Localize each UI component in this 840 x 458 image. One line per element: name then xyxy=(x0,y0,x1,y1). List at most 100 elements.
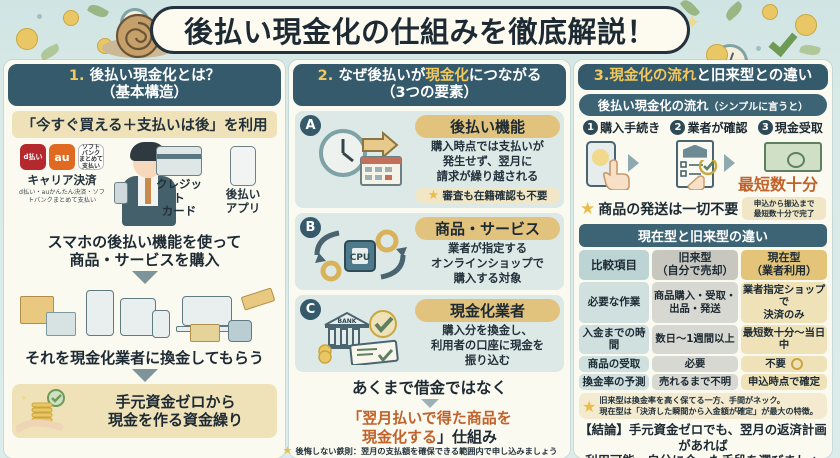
table-row: 商品の受取 必要 不要 xyxy=(579,355,827,372)
table-header-old: 旧来型 （自分で売却） xyxy=(652,250,738,281)
step-number-badge: 2 xyxy=(670,119,686,135)
leaf-icon xyxy=(799,42,821,58)
flow-subheader: 後払い現金化の流れ（シンプルに言うと） xyxy=(579,93,827,116)
conclusion-line2: 利用可能。自分に合った手段を選びましょう。 xyxy=(585,453,820,458)
column-2-title-a: なぜ後払いが xyxy=(338,68,426,84)
factor-a-body-1: 購入時点では支払いが xyxy=(431,140,544,154)
table-cell-old: 売れるまで不明 xyxy=(652,373,738,391)
coin-icon xyxy=(63,10,79,26)
table-header-new: 現在型 （業者利用） xyxy=(741,250,827,281)
column-1-title: 後払い現金化とは？ xyxy=(89,68,221,84)
circle-mark-icon xyxy=(790,357,803,370)
column-2-title-b: につながる xyxy=(468,68,542,84)
svg-text:✦: ✦ xyxy=(20,394,28,404)
table-header-new-line1: 現在型 xyxy=(767,251,801,265)
flow-step-1: 1 購入手続き xyxy=(583,119,660,136)
factor-c-row: C BANK xyxy=(295,295,564,373)
dpay-logo: d払い xyxy=(20,144,46,171)
snail-icon xyxy=(102,13,184,59)
down-arrow-icon xyxy=(131,369,158,383)
au-logo: au xyxy=(49,144,75,171)
table-row: 必要な作業 商品購入・受取・ 出品・発送 業者指定ショップで 決済のみ xyxy=(579,282,827,323)
gift-box-icon xyxy=(46,312,76,337)
step-number-badge: 1 xyxy=(583,119,599,135)
table-header-new-line2: （業者利用） xyxy=(751,264,817,278)
column-1-number: 1. xyxy=(68,68,85,84)
cpu-gears-icon: CPU xyxy=(314,229,407,282)
column-1-subtitle: （基本構造） xyxy=(101,84,188,101)
carrier-label: キャリア決済 xyxy=(27,173,97,188)
factor-c-art: C BANK xyxy=(299,299,411,368)
payment-methods-group: クレジット カード 後払い アプリ xyxy=(151,146,271,218)
no-shipping-row: ★ 商品の発送は一切不要 申込から振込まで 最短数十分で完了 xyxy=(580,196,826,221)
factor-b-body-2: オンラインショップで xyxy=(431,257,544,271)
table-cell-old: 数日〜1週間以上 xyxy=(652,324,738,354)
factor-b-title: 商品・サービス xyxy=(415,217,560,241)
star-icon: ★ xyxy=(282,444,293,457)
col2-closing-highlight: 「翌月払いで得た商品を 現金化する」仕組み xyxy=(289,409,570,447)
flow-subheader-note: （シンプルに言うと） xyxy=(708,101,809,113)
credit-card-label-line1: クレジット xyxy=(156,177,202,205)
leaf-icon xyxy=(723,0,745,22)
column-3-title-rest: と旧来型との違い xyxy=(696,68,813,84)
goods-illustration xyxy=(10,286,279,348)
warning-note: ★ 旧来型は換金率を高く保てる一方、手間がネック。 現在型は「決済した瞬間から入… xyxy=(579,393,827,420)
table-cell-label: 入金までの時間 xyxy=(579,324,649,354)
factor-c-body-3: 振り込む xyxy=(464,353,511,367)
col1-step1-line2: 商品・サービスを購入 xyxy=(69,251,220,270)
comparison-table-header: 現在型と旧来型の違い xyxy=(579,224,827,248)
factor-c-badge: C xyxy=(300,299,321,321)
factor-a-body-2: 発生せず、翌月に xyxy=(442,155,533,169)
col2-closing: あくまで借金ではなく xyxy=(351,379,507,398)
flow-steps: 1 購入手続き 2 業者が確認 3 現金受取 xyxy=(578,119,828,136)
table-row: 入金までの時間 数日〜1週間以上 最短数十分〜当日中 xyxy=(579,324,827,354)
bank-icon xyxy=(683,144,707,158)
table-cell-new: 不要 xyxy=(741,355,827,372)
fast-detail-line2: 最短数十分で完了 xyxy=(753,208,815,218)
tablet-icon xyxy=(120,298,156,337)
table-cell-new-line2: 決済のみ xyxy=(763,308,805,321)
no-shipping-text: 商品の発送は一切不要 xyxy=(598,201,739,218)
banknote-icon xyxy=(764,141,822,172)
column-1: 1. 後払い現金化とは？ （基本構造） 「今すぐ買える＋支払いは後」を利用 d払… xyxy=(4,60,285,458)
table-cell-old-line2: 出品・発送 xyxy=(669,302,721,315)
leaf-icon xyxy=(38,43,62,60)
conclusion-text: 【結論】手元資金ゼロでも、翌月の返済計画があれば 利用可能。自分に合った手段を選… xyxy=(579,422,827,458)
column-3-title-highlight: 現金化の流れ xyxy=(609,68,697,84)
factor-b-text: 商品・サービス 業者が指定する オンラインショップで 購入する対象 xyxy=(415,217,560,286)
column-2-title-highlight: 現金化 xyxy=(425,68,469,84)
factor-c-text: 現金化業者 購入分を換金し、 利用者の口座に現金を 振り込む xyxy=(415,299,560,368)
wallet-icon xyxy=(190,324,220,343)
factor-b-body-1: 業者が指定する xyxy=(447,242,528,256)
flow-step-2-label: 業者が確認 xyxy=(687,120,748,135)
factor-c-body-2: 利用者の口座に現金を xyxy=(431,339,544,353)
table-cell-new: 申込時点で確定 xyxy=(741,373,827,391)
columns-container: 1. 後払い現金化とは？ （基本構造） 「今すぐ買える＋支払いは後」を利用 d払… xyxy=(0,60,840,458)
coin-icon xyxy=(706,44,728,60)
col1-payment-scene: d払い au ソフトバンク まとめて支払い キャリア決済 d払い・auかんたん決… xyxy=(10,140,279,232)
col1-conclusion-line2: 現金を作る資金繰り xyxy=(107,411,243,430)
col1-conclusion-text: 手元資金ゼロから 現金を作る資金繰り xyxy=(78,393,273,430)
column-2-number: 2. xyxy=(317,68,334,84)
coin-icon xyxy=(16,28,38,50)
ticket-icon xyxy=(240,287,276,311)
table-header-row: 比較項目 旧来型 （自分で売却） 現在型 （業者利用） xyxy=(579,250,827,281)
flow-subheader-text: 後払い現金化の流れ xyxy=(597,98,709,113)
smartphone-icon xyxy=(230,146,256,187)
factor-b-art: B CPU xyxy=(299,217,411,286)
svg-text:CPU: CPU xyxy=(350,253,371,263)
table-cell-old-line1: 商品購入・受取・ xyxy=(653,290,737,303)
table-cell-label: 商品の受取 xyxy=(579,355,649,372)
app-label-line1: 後払い xyxy=(225,187,261,202)
fast-detail-line1: 申込から振込まで xyxy=(753,198,815,208)
credit-card-item: クレジット カード xyxy=(151,146,207,218)
document-check-icon xyxy=(680,159,718,190)
column-3-header: 3.現金化の流れと旧来型との違い xyxy=(578,64,828,90)
col2-closing-line1: 「翌月払いで得た商品を xyxy=(347,409,512,428)
flow-illustration: 最短数十分 xyxy=(580,138,826,196)
factor-a-body-3: 請求が繰り越される xyxy=(436,169,539,183)
carrier-sublabel: d払い・auかんたん決済・ソフトバンクまとめて支払い xyxy=(19,189,105,205)
col1-conclusion-line1: 手元資金ゼロから xyxy=(115,393,236,412)
table-header-old-line2: （自分で売却） xyxy=(656,264,734,278)
factor-a-note: ★ 審査も在籍確認も不要 xyxy=(415,187,560,205)
